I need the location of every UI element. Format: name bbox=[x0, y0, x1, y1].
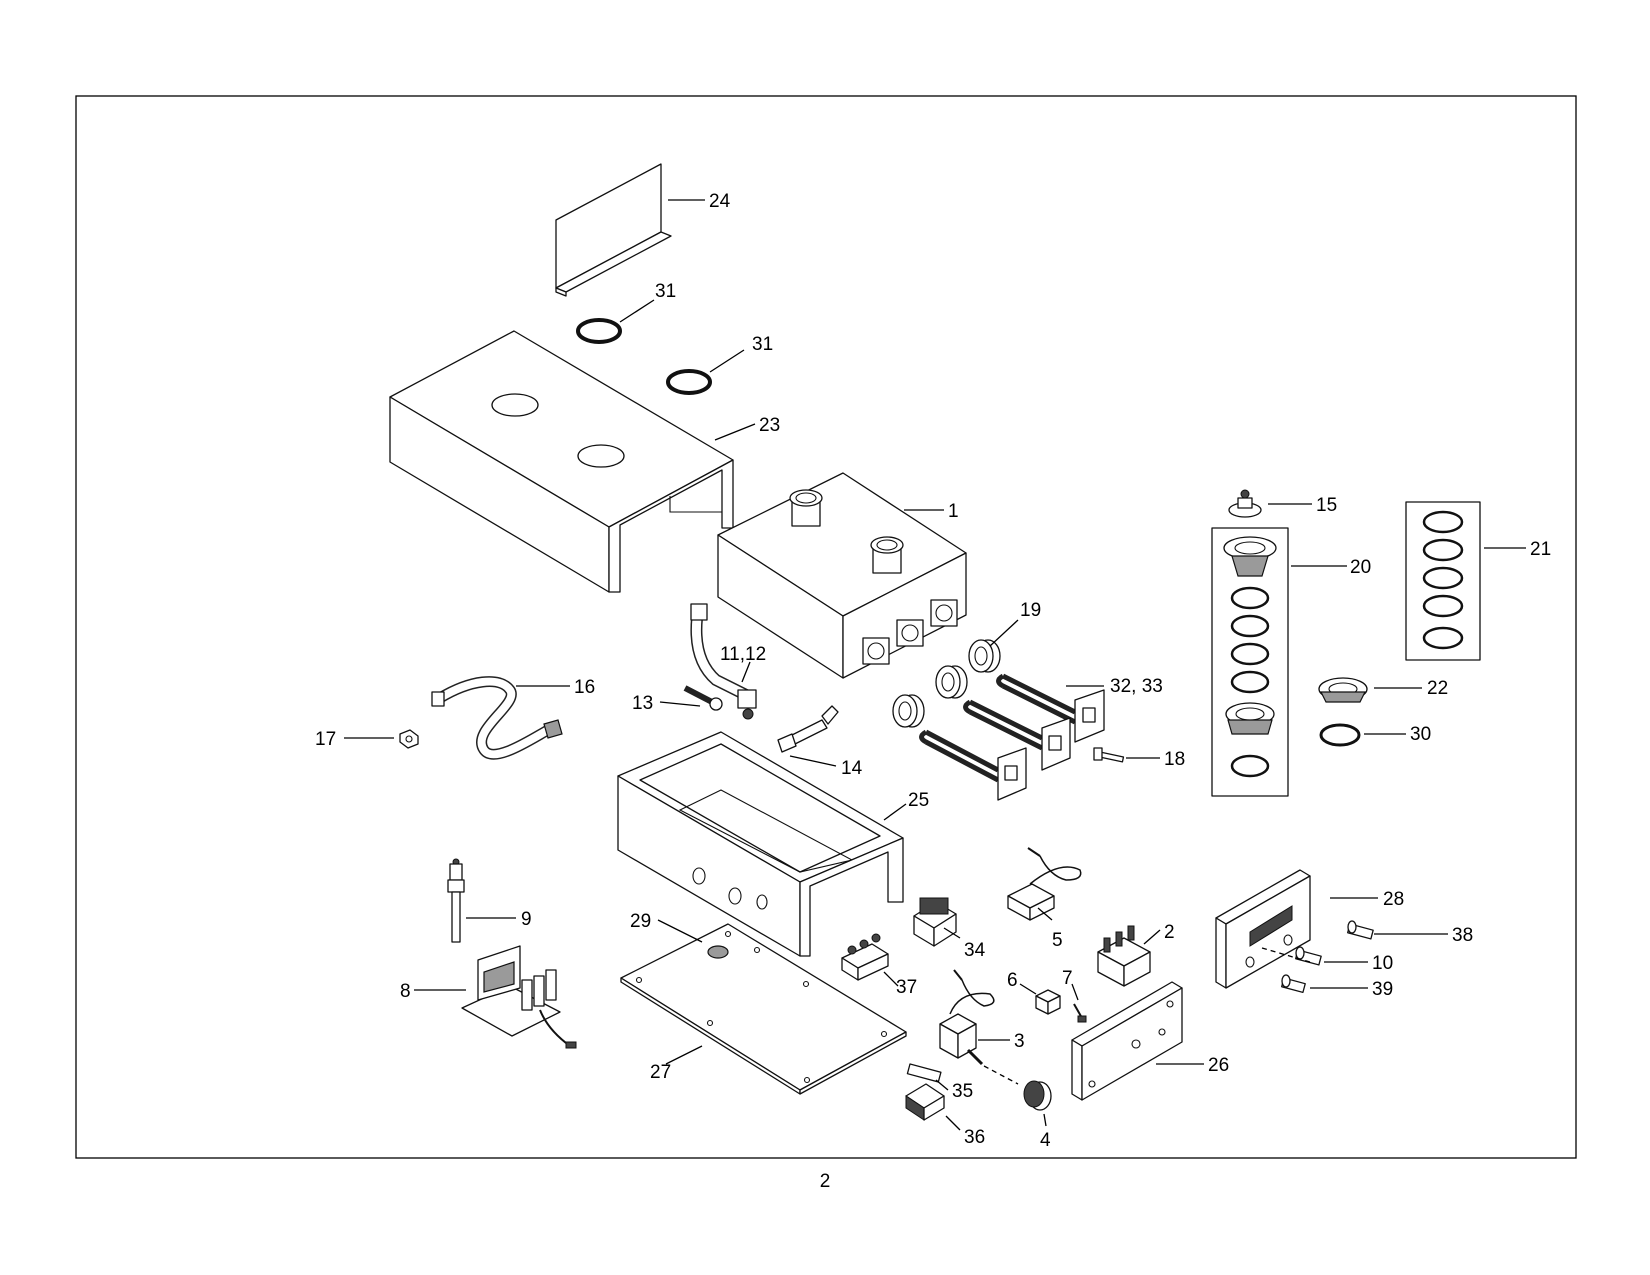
part-17-nut[interactable] bbox=[399, 729, 419, 749]
callout-2: 2 bbox=[1164, 922, 1175, 943]
part-34-transformer[interactable] bbox=[913, 897, 957, 947]
callout-5: 5 bbox=[1052, 930, 1063, 951]
callout-9: 9 bbox=[521, 909, 532, 930]
knob-axis-dash bbox=[983, 1065, 1019, 1085]
part-1-tank[interactable] bbox=[717, 472, 967, 679]
callout-36: 36 bbox=[964, 1127, 985, 1148]
part-36-fuse-holder[interactable] bbox=[905, 1083, 945, 1121]
callout-6: 6 bbox=[1007, 970, 1018, 991]
callout-31: 31 bbox=[752, 334, 773, 355]
callout-22: 22 bbox=[1427, 678, 1448, 699]
part-7-screw[interactable] bbox=[1073, 1003, 1087, 1023]
part-25-pan[interactable] bbox=[617, 731, 904, 957]
part-19-element-gaskets[interactable] bbox=[892, 639, 1001, 728]
part-37-terminal-block[interactable] bbox=[841, 933, 889, 981]
part-20-fitting-kit[interactable] bbox=[1211, 527, 1289, 797]
callout-20: 20 bbox=[1350, 557, 1371, 578]
callout-29: 29 bbox=[630, 911, 651, 932]
part-8-relay[interactable] bbox=[461, 945, 577, 1049]
callout-7: 7 bbox=[1062, 968, 1073, 989]
part-16-hose[interactable] bbox=[431, 676, 563, 760]
callout-26: 26 bbox=[1208, 1055, 1229, 1076]
callout-32-33: 32, 33 bbox=[1110, 676, 1163, 697]
part-32-33-heating-elements[interactable] bbox=[919, 673, 1105, 801]
part-11-12-valve-assembly[interactable] bbox=[690, 603, 757, 720]
part-18-screw[interactable] bbox=[1093, 747, 1125, 763]
part-3-thermostat-control[interactable] bbox=[939, 969, 995, 1066]
callout-30: 30 bbox=[1410, 724, 1431, 745]
callout-38: 38 bbox=[1452, 925, 1473, 946]
callout-10: 10 bbox=[1372, 953, 1393, 974]
part-23-cover[interactable] bbox=[389, 330, 734, 593]
callout-34: 34 bbox=[964, 940, 986, 961]
part-4-knob[interactable] bbox=[1023, 1080, 1052, 1111]
part-5-thermostat[interactable] bbox=[1007, 847, 1082, 921]
callout-25: 25 bbox=[908, 790, 929, 811]
part-9-probe[interactable] bbox=[447, 858, 465, 943]
diagram-frame bbox=[75, 95, 1577, 1159]
callout-31: 31 bbox=[655, 281, 676, 302]
page-number: 2 bbox=[820, 1171, 831, 1192]
callout-23: 23 bbox=[759, 415, 780, 436]
part-28-logo-plate[interactable] bbox=[1215, 869, 1311, 989]
part-21-gasket-set[interactable] bbox=[1405, 501, 1481, 661]
callout-35: 35 bbox=[952, 1081, 973, 1102]
part-39-indicator-light[interactable] bbox=[1281, 974, 1306, 994]
logo-badge bbox=[1249, 905, 1293, 947]
callout-15: 15 bbox=[1316, 495, 1337, 516]
part-30-washer[interactable] bbox=[1319, 723, 1361, 747]
part-14-nipple[interactable] bbox=[777, 705, 839, 753]
part-13-fitting[interactable] bbox=[683, 685, 723, 711]
callout-27: 27 bbox=[650, 1062, 671, 1083]
callout-21: 21 bbox=[1530, 539, 1551, 560]
part-2-switch[interactable] bbox=[1097, 925, 1151, 987]
part-31-gasket-b[interactable] bbox=[666, 369, 712, 395]
part-15-cap[interactable] bbox=[1228, 489, 1262, 518]
callout-1: 1 bbox=[948, 501, 959, 522]
part-31-gasket-a[interactable] bbox=[576, 318, 622, 344]
callout-labels: 24 31 31 23 1 15 20 21 19 11,12 16 13 32… bbox=[315, 191, 1551, 1151]
callout-28: 28 bbox=[1383, 889, 1404, 910]
part-6-switch[interactable] bbox=[1035, 989, 1061, 1015]
callout-18: 18 bbox=[1164, 749, 1185, 770]
callout-3: 3 bbox=[1014, 1031, 1025, 1052]
callout-39: 39 bbox=[1372, 979, 1393, 1000]
part-26-control-panel[interactable] bbox=[1071, 981, 1183, 1101]
part-38-indicator-light[interactable] bbox=[1347, 920, 1374, 940]
part-35-fuse[interactable] bbox=[906, 1063, 942, 1083]
part-10-indicator-light[interactable] bbox=[1295, 946, 1322, 966]
callout-8: 8 bbox=[400, 981, 411, 1002]
callout-16: 16 bbox=[574, 677, 595, 698]
leader-lines bbox=[344, 199, 1526, 1131]
callout-17: 17 bbox=[315, 729, 336, 750]
callout-19: 19 bbox=[1020, 600, 1041, 621]
callout-11-12: 11,12 bbox=[720, 644, 766, 665]
part-22-locknut[interactable] bbox=[1318, 677, 1368, 703]
part-27-bottom-plate[interactable] bbox=[620, 923, 907, 1095]
callout-13: 13 bbox=[632, 693, 653, 714]
callout-14: 14 bbox=[841, 758, 863, 779]
callout-4: 4 bbox=[1040, 1130, 1051, 1151]
callout-37: 37 bbox=[896, 977, 917, 998]
callout-24: 24 bbox=[709, 191, 731, 212]
part-24-baffle[interactable] bbox=[555, 163, 672, 297]
part-29-plug[interactable] bbox=[707, 945, 729, 959]
